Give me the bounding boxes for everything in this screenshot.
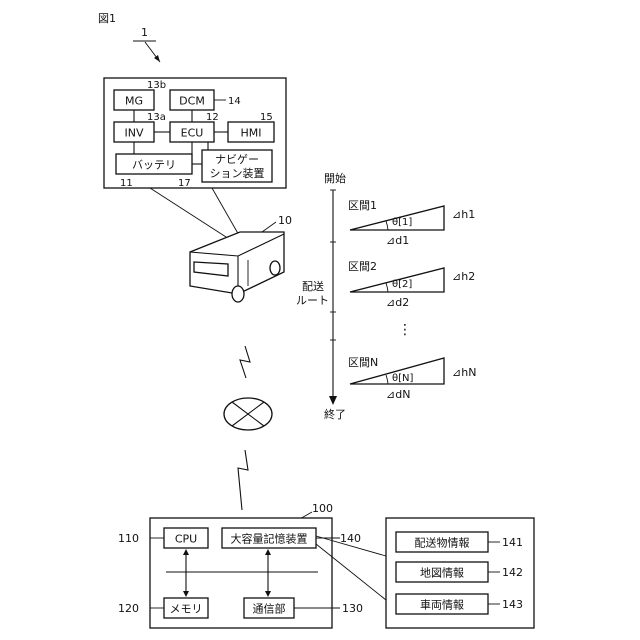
vehicle-system-ref: 1: [141, 26, 148, 39]
info-item-ref: 142: [502, 566, 523, 579]
route-label-line1: 配送: [302, 279, 324, 293]
wireless-link-icon: [240, 346, 250, 378]
memory-label: メモリ: [170, 603, 203, 616]
section-height: ⊿h1: [452, 208, 475, 221]
memory-ref: 120: [118, 602, 139, 615]
storage-ref: 140: [340, 532, 361, 545]
inv-ref: 13a: [147, 112, 166, 123]
info-item-label: 配送物情報: [415, 536, 470, 550]
section-height: ⊿h2: [452, 270, 475, 283]
route-label-line2: ルート: [296, 294, 329, 307]
vehicle-illustration: 10: [190, 214, 292, 302]
inv-label: INV: [125, 127, 144, 140]
navigation-label-line2: ション装置: [210, 167, 265, 180]
dcm-label: DCM: [179, 95, 205, 108]
info-item-label: 地図情報: [420, 567, 464, 580]
section-distance: ⊿d2: [386, 296, 409, 309]
info-item-label: 車両情報: [420, 598, 464, 612]
navigation-ref: 17: [178, 178, 191, 189]
sections-ellipsis: ⋮: [398, 322, 412, 338]
route-end: 終了: [324, 407, 346, 421]
section-distance: ⊿dN: [386, 388, 410, 401]
info-item-ref: 141: [502, 536, 523, 549]
battery-ref: 11: [120, 178, 133, 189]
cpu-ref: 110: [118, 532, 139, 545]
section-height: ⊿hN: [452, 366, 476, 379]
comm-ref: 130: [342, 602, 363, 615]
ecu-label: ECU: [181, 127, 204, 140]
dcm-ref: 14: [228, 96, 241, 107]
cpu-label: CPU: [175, 533, 197, 546]
server-system: 100 CPU 110 大容量記憶装置 140 メモリ 120 通信部 130: [118, 502, 363, 628]
vehicle-system: 1 MG 13b DCM 14 INV 13a ECU 12 HMI 15 バッ…: [104, 26, 286, 189]
info-item-ref: 143: [502, 598, 523, 611]
navigation-label-line1: ナビゲー: [215, 153, 259, 166]
section-angle: θ[N]: [392, 373, 414, 384]
comm-label: 通信部: [253, 602, 286, 616]
mg-ref: 13b: [147, 80, 166, 91]
vehicle-ref: 10: [278, 214, 292, 227]
mg-label: MG: [125, 95, 143, 108]
section-name: 区間2: [348, 260, 377, 273]
server-ref: 100: [312, 502, 333, 515]
route-start: 開始: [324, 171, 346, 185]
network-icon: [224, 398, 272, 430]
section-distance: ⊿d1: [386, 234, 409, 247]
section-angle: θ[1]: [392, 217, 412, 228]
section-angle: θ[2]: [392, 279, 412, 290]
hmi-ref: 15: [260, 112, 273, 123]
ecu-ref: 12: [206, 112, 219, 123]
section-name: 区間1: [348, 199, 377, 212]
battery-label: バッテリ: [132, 159, 176, 172]
storage-label: 大容量記憶装置: [231, 532, 308, 546]
wireless-link-icon: [238, 450, 248, 510]
section-name: 区間N: [348, 356, 378, 369]
hmi-label: HMI: [240, 127, 261, 140]
route-diagram: 開始 終了 配送 ルート 区間1 θ[1] ⊿h1 ⊿d1 区間2 θ[2] ⊿…: [296, 171, 476, 421]
storage-info-box: 配送物情報 141 地図情報 142 車両情報 143: [386, 518, 534, 628]
figure-label: 図1: [98, 12, 116, 25]
